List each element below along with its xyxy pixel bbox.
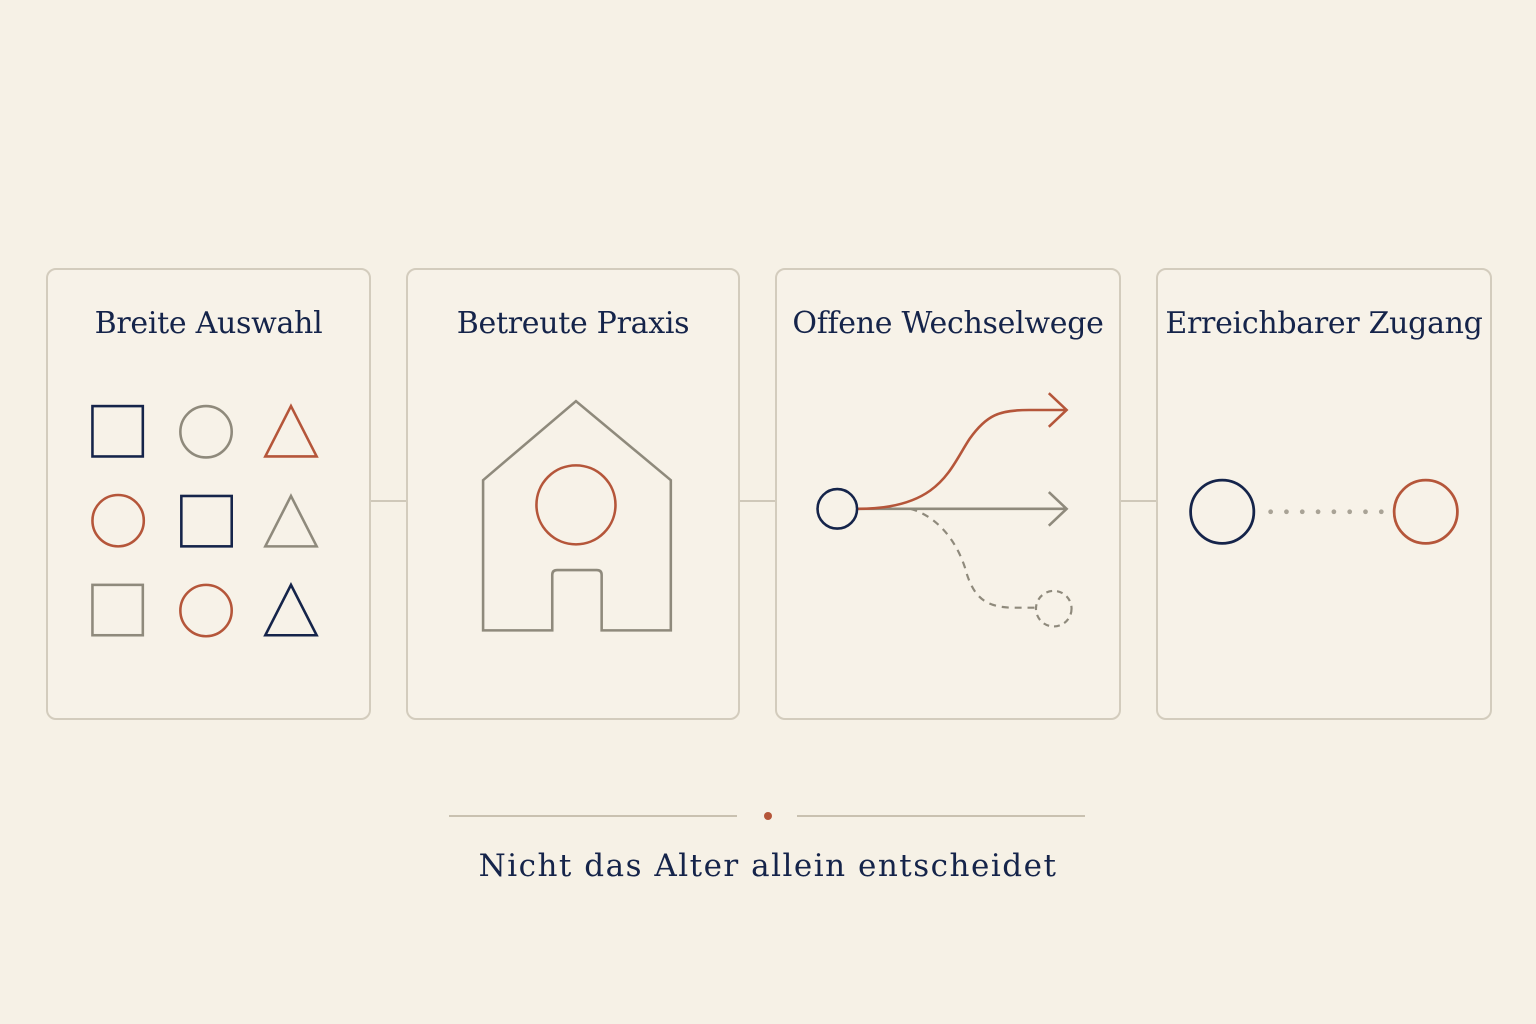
triangle-icon [263,403,319,458]
triangle-icon [263,493,319,548]
panel-offene-wechselwege: Offene Wechselwege [775,268,1121,720]
arrow-head-icon [1047,392,1069,428]
connector-line-3 [1121,500,1156,502]
shape-grid-icon [91,403,319,638]
connector-line-2 [740,500,775,502]
connector-line-1 [371,500,406,502]
navy-circle-icon [1189,478,1256,545]
dashed-path-down [910,507,1036,609]
divider-right [797,815,1085,817]
branching-arrows-icon [816,392,1073,628]
panel-erreichbarer-zugang: Erreichbarer Zugang [1156,268,1492,720]
panel-betreute-praxis: Betreute Praxis [406,268,740,720]
square-icon [91,404,145,458]
arrow-head-icon [1047,491,1069,527]
start-node-circle-icon [816,487,859,530]
house-with-circle-icon [481,399,673,632]
circle-icon [179,583,233,638]
curved-arrow-up [858,408,1067,511]
divider-left [449,815,737,817]
panel-title: Erreichbarer Zugang [1165,306,1483,341]
house-outline-icon [481,399,673,632]
divider-dot-icon [764,812,772,820]
dotted-line [1268,509,1384,515]
dotted-connection-icon [1189,478,1459,545]
caption: Nicht das Alter allein entscheidet [478,848,1058,884]
circle-icon [91,493,146,548]
square-icon [180,494,233,548]
circle-icon [535,464,617,546]
panel-title: Betreute Praxis [456,306,690,341]
circle-icon [179,404,233,459]
panel-title: Breite Auswahl [94,306,323,341]
panel-breite-auswahl: Breite Auswahl [46,268,371,720]
rust-circle-icon [1392,478,1459,545]
triangle-icon [263,582,319,637]
square-icon [91,583,145,637]
dashed-circle-icon [1034,589,1073,628]
panel-title: Offene Wechselwege [792,306,1104,341]
